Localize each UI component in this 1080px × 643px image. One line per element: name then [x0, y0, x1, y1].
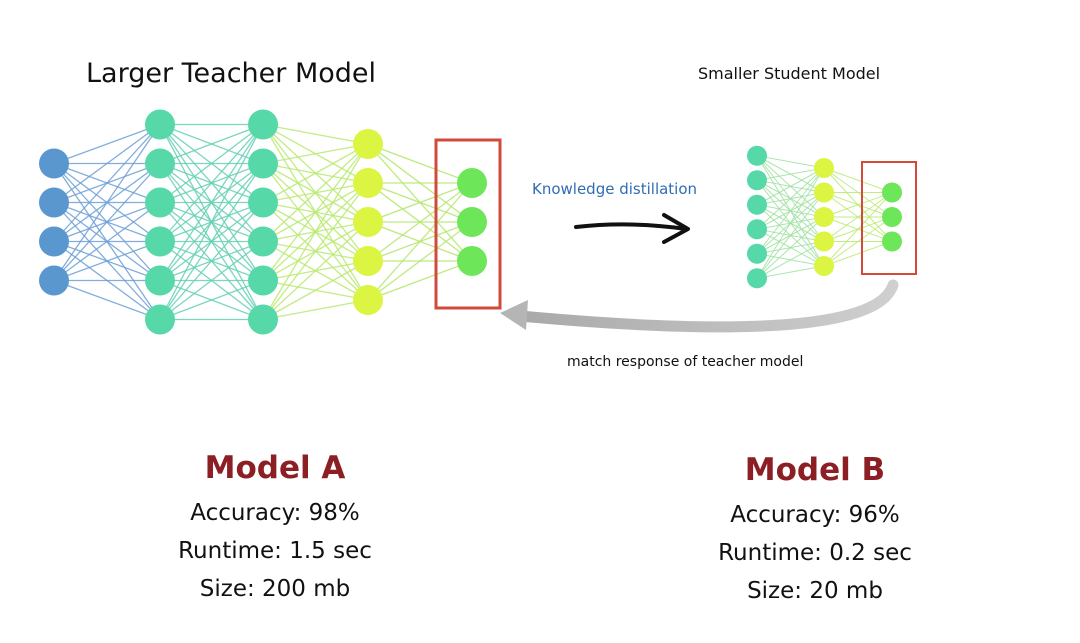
- student-neuron-l3-2: [882, 207, 902, 227]
- model-b-size: Size: 20 mb: [747, 578, 883, 604]
- distillation-arrow: [574, 213, 690, 244]
- student-neuron-l1-1: [747, 145, 767, 166]
- model-b-name: Model B: [744, 452, 886, 488]
- model-b-card: Model B Accuracy: 96% Runtime: 0.2 sec S…: [635, 450, 995, 610]
- student-neuron-l2-3: [814, 207, 834, 227]
- distillation-label: Knowledge distillation: [532, 180, 698, 198]
- teacher-neuron-l5-2: [457, 207, 487, 237]
- teacher-neuron-l4-1: [353, 129, 383, 159]
- teacher-neuron-l2-2: [145, 148, 175, 179]
- teacher-neuron-l2-1: [145, 109, 175, 140]
- teacher-neuron-l4-2: [353, 168, 383, 198]
- teacher-neuron-l1-3: [39, 226, 69, 257]
- model-a-runtime: Runtime: 1.5 sec: [178, 538, 372, 564]
- student-neuron-l3-1: [882, 182, 902, 203]
- teacher-neuron-l5-3: [457, 246, 487, 276]
- teacher-output-box: [434, 138, 502, 310]
- teacher-neuron-l3-3: [248, 187, 278, 218]
- teacher-neurons: [39, 109, 487, 335]
- teacher-model-title: Larger Teacher Model: [86, 58, 377, 89]
- teacher-neuron-l5-1: [457, 168, 487, 198]
- teacher-neuron-l2-6: [145, 304, 175, 335]
- student-neuron-l1-4: [747, 219, 767, 240]
- model-a-accuracy: Accuracy: 98%: [190, 500, 360, 526]
- student-connections: [756, 155, 893, 279]
- student-neuron-l1-6: [747, 268, 767, 289]
- feedback-arrow: [500, 279, 899, 333]
- student-neuron-l1-3: [747, 194, 767, 215]
- teacher-neuron-l2-3: [145, 187, 175, 218]
- teacher-neuron-l1-2: [39, 187, 69, 218]
- student-neuron-l2-1: [814, 158, 834, 178]
- student-neuron-l3-3: [882, 231, 902, 252]
- student-neuron-l2-4: [814, 231, 834, 252]
- model-b-runtime: Runtime: 0.2 sec: [718, 540, 912, 566]
- teacher-neuron-l2-5: [145, 265, 175, 296]
- feedback-label: match response of teacher model: [567, 354, 804, 370]
- teacher-neuron-l3-6: [248, 304, 278, 335]
- teacher-neuron-l3-5: [248, 265, 278, 296]
- student-model-title: Smaller Student Model: [698, 64, 881, 83]
- model-a-name: Model A: [204, 450, 346, 486]
- student-output-box: [861, 161, 917, 275]
- student-neuron-l2-5: [814, 256, 834, 276]
- model-a-size: Size: 200 mb: [199, 576, 351, 602]
- teacher-connections: [53, 123, 473, 321]
- student-neurons: [747, 145, 902, 289]
- teacher-neuron-l3-2: [248, 148, 278, 179]
- model-a-card: Model A Accuracy: 98% Runtime: 1.5 sec S…: [95, 448, 455, 608]
- teacher-neuron-l3-1: [248, 109, 278, 140]
- teacher-neuron-l1-4: [39, 265, 69, 296]
- teacher-neuron-l4-3: [353, 207, 383, 237]
- teacher-neuron-l3-4: [248, 226, 278, 257]
- student-neuron-l1-5: [747, 243, 767, 264]
- teacher-neuron-l4-5: [353, 285, 383, 315]
- student-neuron-l1-2: [747, 170, 767, 191]
- student-neuron-l2-2: [814, 182, 834, 203]
- teacher-neuron-l4-4: [353, 246, 383, 276]
- model-b-accuracy: Accuracy: 96%: [730, 502, 900, 528]
- teacher-neuron-l2-4: [145, 226, 175, 257]
- teacher-neuron-l1-1: [39, 148, 69, 179]
